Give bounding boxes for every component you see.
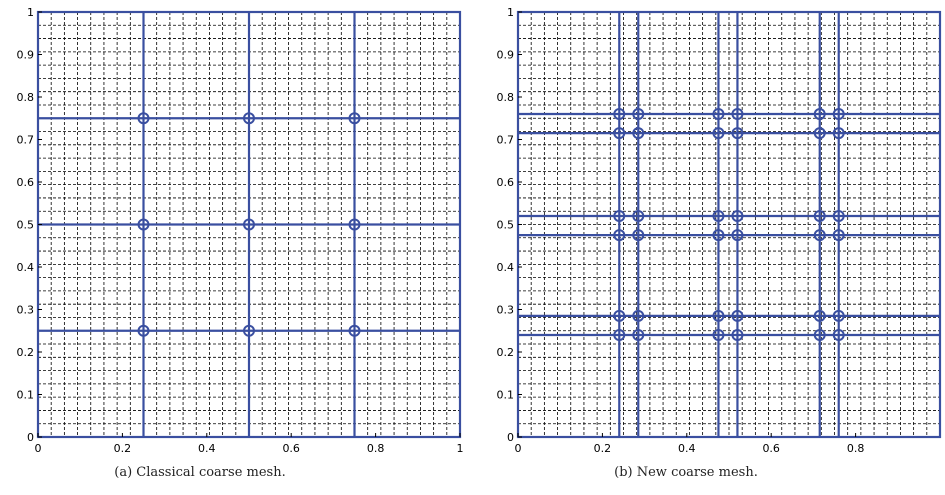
x-tick-label: 0.8 [847, 442, 865, 455]
x-tick-label: 0.2 [594, 442, 612, 455]
coarse-node [632, 127, 645, 140]
coarse-node [137, 218, 150, 231]
y-tick-label: 0.7 [17, 134, 35, 147]
y-tick-label: 0.2 [497, 346, 515, 359]
x-tick-label: 0.4 [198, 442, 216, 455]
coarse-node [712, 229, 725, 242]
coarse-node [813, 309, 826, 322]
y-tick-label: 0.1 [17, 389, 35, 402]
y-tick-label: 0.8 [17, 91, 35, 104]
x-tick-label: 0.8 [367, 442, 385, 455]
coarse-node [731, 108, 744, 120]
coarse-node [813, 127, 826, 140]
coarse-node [348, 112, 361, 125]
y-tick-label: 0.5 [497, 219, 515, 232]
coarse-node [813, 229, 826, 242]
y-tick-label: 1 [507, 6, 514, 19]
coarse-node [137, 112, 150, 125]
y-tick-label: 0.1 [497, 389, 515, 402]
coarse-node [613, 108, 626, 120]
coarse-node [243, 112, 255, 125]
coarse-node [613, 127, 626, 140]
coarse-node [613, 309, 626, 322]
coarse-node [243, 218, 255, 231]
coarse-node [731, 309, 744, 322]
y-tick-label: 0.4 [17, 261, 35, 274]
y-tick-label: 0.6 [17, 176, 35, 189]
coarse-node [348, 324, 361, 337]
coarse-node [632, 229, 645, 242]
x-tick-label: 1 [457, 442, 464, 455]
x-tick-label: 0.2 [114, 442, 132, 455]
y-tick-label: 1 [27, 6, 34, 19]
x-tick-label: 0 [515, 442, 522, 455]
coarse-node [632, 329, 645, 341]
x-tick-label: 0.6 [282, 442, 300, 455]
coarse-node [712, 309, 725, 322]
coarse-node [712, 108, 725, 120]
coarse-node [137, 324, 150, 337]
panel-caption: (b) New coarse mesh. [614, 465, 758, 480]
y-tick-label: 0.6 [497, 176, 515, 189]
coarse-node [813, 108, 826, 120]
coarse-node [813, 210, 826, 222]
coarse-node [832, 329, 845, 341]
coarse-node [731, 127, 744, 140]
coarse-node [731, 210, 744, 222]
y-tick-label: 0.5 [17, 219, 35, 232]
y-tick-label: 0.7 [497, 134, 515, 147]
coarse-node [613, 229, 626, 242]
coarse-node [832, 229, 845, 242]
coarse-node [632, 210, 645, 222]
y-tick-label: 0.8 [497, 91, 515, 104]
panel-new-coarse-mesh: 0 0.2 0.4 0.6 0.8 0 0.1 0.2 0.3 0.4 0.5 0.6 0.7 0.8 0.… [497, 6, 942, 480]
coarse-node [632, 309, 645, 322]
y-tick-label: 0.3 [497, 304, 515, 317]
coarse-node [613, 210, 626, 222]
y-tick-label: 0.9 [497, 49, 515, 62]
coarse-node [243, 324, 255, 337]
x-tick-label: 0.6 [762, 442, 780, 455]
coarse-node [832, 108, 845, 120]
y-tick-label: 0.9 [17, 49, 35, 62]
coarse-node [632, 108, 645, 120]
coarse-node [712, 127, 725, 140]
coarse-node [731, 229, 744, 242]
coarse-node [712, 329, 725, 341]
y-tick-label: 0.4 [497, 261, 515, 274]
coarse-node [832, 309, 845, 322]
y-tick-label: 0 [507, 431, 514, 444]
coarse-node [832, 127, 845, 140]
y-tick-label: 0.3 [17, 304, 35, 317]
panel-classical-coarse-mesh: 0 0.2 0.4 0.6 0.8 1 0 0.1 0.2 0.3 0.4 0.5 0.6 0.7 0.8 0… [17, 6, 464, 480]
y-tick-label: 0 [27, 431, 34, 444]
coarse-node [731, 329, 744, 341]
coarse-node [613, 329, 626, 341]
coarse-node [813, 329, 826, 341]
x-tick-label: 0.4 [678, 442, 696, 455]
panel-caption: (a) Classical coarse mesh. [114, 465, 285, 480]
x-tick-label: 0 [35, 442, 42, 455]
y-tick-label: 0.2 [17, 346, 35, 359]
coarse-node [712, 210, 725, 222]
coarse-node [832, 210, 845, 222]
coarse-node [348, 218, 361, 231]
